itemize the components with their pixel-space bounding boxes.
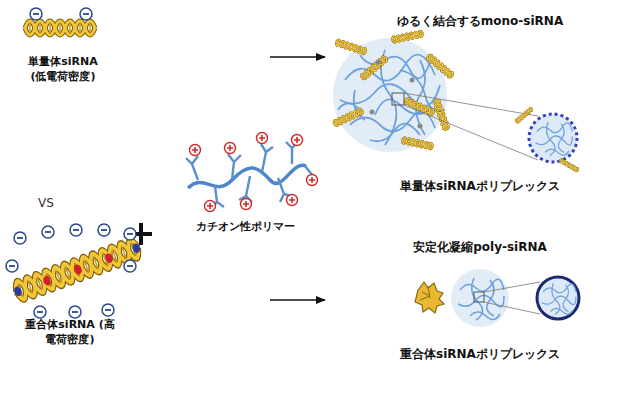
comparison-label: VS xyxy=(38,196,54,210)
node-label: 安定化凝縮poly-siRNA xyxy=(370,239,590,255)
polymer-sirna-helix-part xyxy=(102,304,114,316)
cationic-polymer-part xyxy=(225,143,236,154)
polymer-sirna-helix-part xyxy=(69,306,81,318)
polymer-polyplex-part xyxy=(537,277,579,319)
polymer-polyplex xyxy=(415,269,579,327)
monomer-polyplex-part xyxy=(391,30,423,43)
monomer-polyplex-part xyxy=(376,60,381,65)
polymer-sirna-helix xyxy=(6,224,143,318)
monomer-polyplex-part xyxy=(559,158,579,172)
monomer-polyplex-part xyxy=(535,122,572,156)
polymer-sirna-helix-part xyxy=(124,228,136,240)
polymer-sirna-helix-part xyxy=(34,306,46,318)
polymer-polyplex-part xyxy=(451,269,509,327)
polymer-sirna-helix-part xyxy=(124,260,136,272)
cationic-polymer-part xyxy=(257,133,268,144)
polymer-sirna-helix-part xyxy=(70,224,82,236)
node-sublabel: 重合体siRNAポリプレックス xyxy=(370,346,590,362)
polymer-sirna-helix-part xyxy=(42,226,54,238)
monomer-polyplex: ゆるく結合するmono-siRNA 単量体siRNAポリプレックス xyxy=(325,8,620,196)
node-sublabel: 単量体siRNAポリプレックス xyxy=(370,178,590,194)
monomer-sirna-helix-part xyxy=(30,8,42,20)
monomer-polyplex-part xyxy=(401,137,433,150)
polymer-sirna-helix-part xyxy=(11,238,143,301)
node-label: ゆるく結合するmono-siRNA xyxy=(370,13,590,29)
polymer-sirna: 重合体siRNA (高電荷密度) xyxy=(5,225,270,355)
monomer-sirna-helix-part xyxy=(80,8,92,20)
monomer-polyplex-part xyxy=(418,124,423,129)
polymer-sirna-helix-part xyxy=(14,232,26,244)
cationic-polymer xyxy=(186,133,318,212)
polymer-polyplex-part xyxy=(458,278,504,320)
polymer-sirna-helix-part xyxy=(98,224,110,236)
monomer-polyplex-part xyxy=(392,93,404,105)
polymer-sirna-helix-part-part xyxy=(131,242,141,254)
node-label: カチオン性ポリマー xyxy=(180,220,310,235)
monomer-polyplex-part xyxy=(515,107,534,124)
cationic-polymer-part xyxy=(188,165,306,188)
monomer-polyplex-part xyxy=(410,78,415,83)
monomer-polyplex-part xyxy=(404,93,538,160)
monomer-sirna-helix-part xyxy=(25,21,95,35)
monomer-polyplex-part xyxy=(433,99,450,131)
monomer-sirna: 単量体siRNA (低電荷密度) xyxy=(15,5,270,97)
reaction-arrow xyxy=(270,56,325,58)
cationic-polymer-part xyxy=(190,145,201,156)
monomer-polyplex-part xyxy=(360,55,388,80)
polymer-sirna-helix-part-part xyxy=(42,275,52,287)
monomer-polyplex-part xyxy=(529,114,577,162)
cationic-polymer-part xyxy=(205,201,216,212)
polymer-polyplex-part xyxy=(484,282,540,314)
monomer-polyplex xyxy=(333,30,580,172)
polymer-polyplex: 安定化凝縮poly-siRNA 重合体siRNAポリプレックス xyxy=(325,236,620,370)
polymer-sirna-helix-part-part xyxy=(13,286,23,298)
cationic-polymer: カチオン性ポリマー xyxy=(180,130,315,240)
monomer-polyplex-part xyxy=(370,110,375,115)
polymer-sirna-helix-part-part xyxy=(104,252,114,264)
polymer-polyplex-part xyxy=(474,292,484,302)
cationic-polymer-part xyxy=(287,195,298,206)
cationic-polymer-part xyxy=(186,142,313,208)
reaction-arrow xyxy=(270,299,325,301)
monomer-polyplex-part xyxy=(333,108,364,127)
polymer-sirna-helix-part-part xyxy=(13,239,142,301)
cationic-polymer-part xyxy=(241,199,252,210)
polymer-polyplex-part xyxy=(415,282,444,313)
monomer-sirna-helix xyxy=(25,8,95,35)
cationic-polymer-part xyxy=(307,175,318,186)
cationic-polymer-part xyxy=(292,135,303,146)
monomer-polyplex-part xyxy=(335,39,367,55)
polymer-sirna-helix-part-part xyxy=(73,264,83,276)
polymer-polyplex-part xyxy=(542,283,577,315)
monomer-polyplex-part xyxy=(426,54,454,79)
node-label: 重合体siRNA (高電荷密度) xyxy=(25,318,115,348)
polymer-polyplex-part xyxy=(420,286,430,300)
polymer-sirna-helix-part xyxy=(6,260,18,272)
node-label: 単量体siRNA (低電荷密度) xyxy=(23,55,103,85)
